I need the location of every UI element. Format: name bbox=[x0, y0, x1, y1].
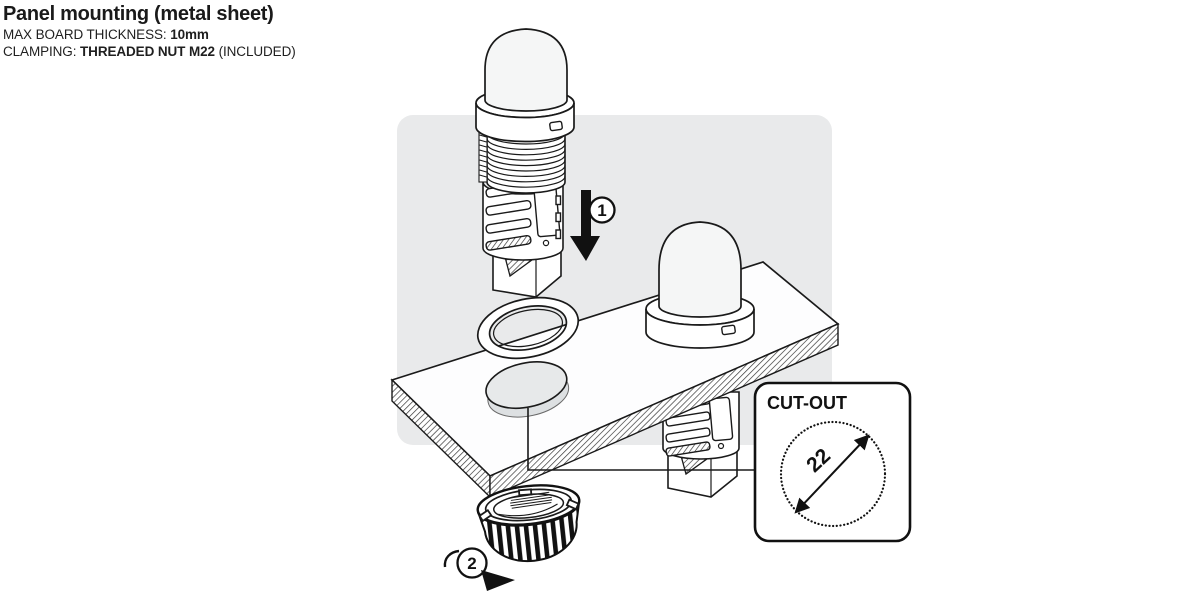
panel-edge-front bbox=[489, 322, 839, 499]
step-1-arrow-icon bbox=[581, 190, 591, 238]
step-1-number: 1 bbox=[597, 201, 606, 220]
spec-suffix: (INCLUDED) bbox=[218, 44, 296, 59]
step-2-badge bbox=[456, 547, 488, 579]
step-1-marker: 1 bbox=[570, 190, 616, 261]
threaded-nut bbox=[476, 484, 581, 563]
lamp-screw-hole bbox=[542, 239, 550, 247]
indicator-lamp-exploded bbox=[475, 28, 575, 298]
lamp-screw-hole bbox=[717, 442, 725, 450]
spec-board-thickness: MAX BOARD THICKNESS: 10mm bbox=[3, 26, 296, 43]
header: Panel mounting (metal sheet) MAX BOARD T… bbox=[3, 2, 296, 60]
nut-tab bbox=[518, 488, 533, 497]
indicator-lamp-mounted-head bbox=[645, 221, 755, 349]
lamp-thread-lines bbox=[486, 132, 566, 188]
nut-tab bbox=[478, 509, 493, 523]
spec-label: CLAMPING: bbox=[3, 44, 77, 59]
step-1-badge bbox=[588, 196, 616, 224]
lamp-flange-band bbox=[475, 102, 575, 143]
lamp-label-panel bbox=[708, 396, 734, 442]
spec-label: MAX BOARD THICKNESS: bbox=[3, 27, 167, 42]
nut-internal-threads bbox=[510, 491, 553, 509]
panel-cutout-hole bbox=[485, 361, 570, 418]
step-2-number: 2 bbox=[467, 554, 476, 573]
lamp-flange-latch bbox=[549, 120, 563, 132]
nut-tab bbox=[565, 498, 580, 511]
page-title: Panel mounting (metal sheet) bbox=[3, 3, 274, 25]
lamp-dome-lens bbox=[484, 28, 568, 112]
lamp-flange-band bbox=[645, 308, 755, 349]
cutout-detail-box: CUT-OUT 22 bbox=[753, 381, 912, 543]
cutout-title: CUT-OUT bbox=[767, 393, 847, 413]
step-2-arrow-icon bbox=[481, 570, 515, 591]
spec-value: 10mm bbox=[170, 27, 209, 42]
spec-value: THREADED NUT M22 bbox=[80, 44, 215, 59]
lamp-flange-latch bbox=[721, 324, 736, 336]
step-2-marker: 2 bbox=[443, 547, 515, 591]
gasket-ring bbox=[476, 296, 580, 360]
leader-line bbox=[527, 408, 756, 471]
diameter-arrow bbox=[794, 434, 870, 514]
spec-clamping: CLAMPING: THREADED NUT M22 (INCLUDED) bbox=[3, 43, 296, 60]
cutout-circle bbox=[779, 420, 887, 528]
lamp-dome-lens bbox=[658, 221, 742, 318]
step-2-rotate-hook bbox=[443, 549, 460, 568]
